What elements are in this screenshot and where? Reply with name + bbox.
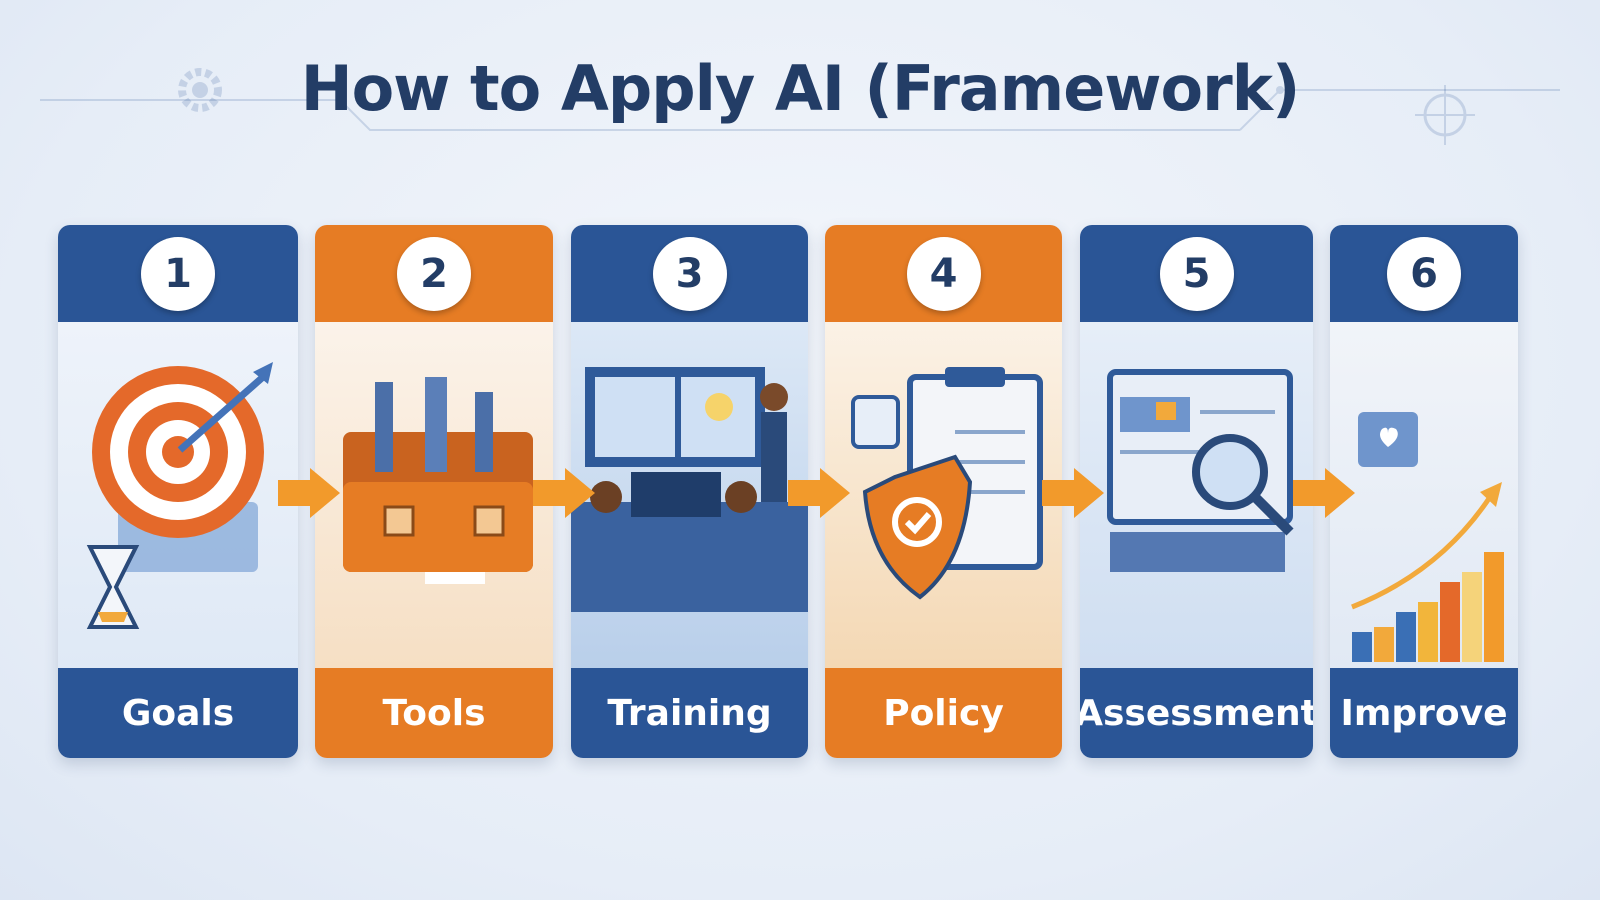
step-illustration <box>825 322 1062 668</box>
decorative-crosshair-icon <box>1415 85 1475 145</box>
arrow-right-icon <box>1042 468 1104 518</box>
arrow-right-icon <box>278 468 340 518</box>
step-illustration <box>1330 322 1518 668</box>
step-card-goals: 1 Goals <box>58 225 298 758</box>
toolbox-icon <box>343 377 533 584</box>
step-illustration <box>315 322 553 668</box>
step-number-badge: 1 <box>141 236 215 311</box>
page-title: How to Apply AI (Framework) <box>300 52 1301 125</box>
step-illustration <box>571 322 808 668</box>
step-card-policy: 4 Policy <box>825 225 1062 758</box>
step-label: Policy <box>825 668 1062 758</box>
step-card-training: 3 Training <box>571 225 808 758</box>
step-card-tools: 2 Tools <box>315 225 553 758</box>
step-label: Improve <box>1330 668 1518 758</box>
step-number-badge: 5 <box>1159 236 1234 311</box>
arrow-right-icon <box>533 468 595 518</box>
step-illustration <box>58 322 298 668</box>
step-label: Goals <box>58 668 298 758</box>
step-number-badge: 6 <box>1387 236 1461 311</box>
step-header: 5 <box>1080 225 1313 322</box>
step-header: 2 <box>315 225 553 322</box>
step-card-improve: 6 Improve <box>1330 225 1518 758</box>
step-label: Training <box>571 668 808 758</box>
step-header: 3 <box>571 225 808 322</box>
step-label: Tools <box>315 668 553 758</box>
step-header: 4 <box>825 225 1062 322</box>
arrow-right-icon <box>788 468 850 518</box>
target-with-dart-and-hourglass-icon <box>86 362 273 629</box>
decorative-gear-icon <box>178 68 222 112</box>
step-number-badge: 3 <box>652 236 727 311</box>
step-illustration <box>1080 322 1313 668</box>
step-number-badge: 2 <box>397 236 471 311</box>
step-card-assessment: 5 Assessment <box>1080 225 1313 758</box>
shield-clipboard-icon <box>851 367 1043 600</box>
step-label: Assessment <box>1080 668 1313 758</box>
arrow-right-icon <box>1293 468 1355 518</box>
step-header: 1 <box>58 225 298 322</box>
presentation-training-icon <box>571 367 808 612</box>
step-header: 6 <box>1330 225 1518 322</box>
growth-bar-chart-icon <box>1351 412 1504 662</box>
monitor-magnifier-icon <box>1107 369 1294 572</box>
decorative-circuit-lines <box>40 86 1560 131</box>
step-number-badge: 4 <box>906 236 981 311</box>
